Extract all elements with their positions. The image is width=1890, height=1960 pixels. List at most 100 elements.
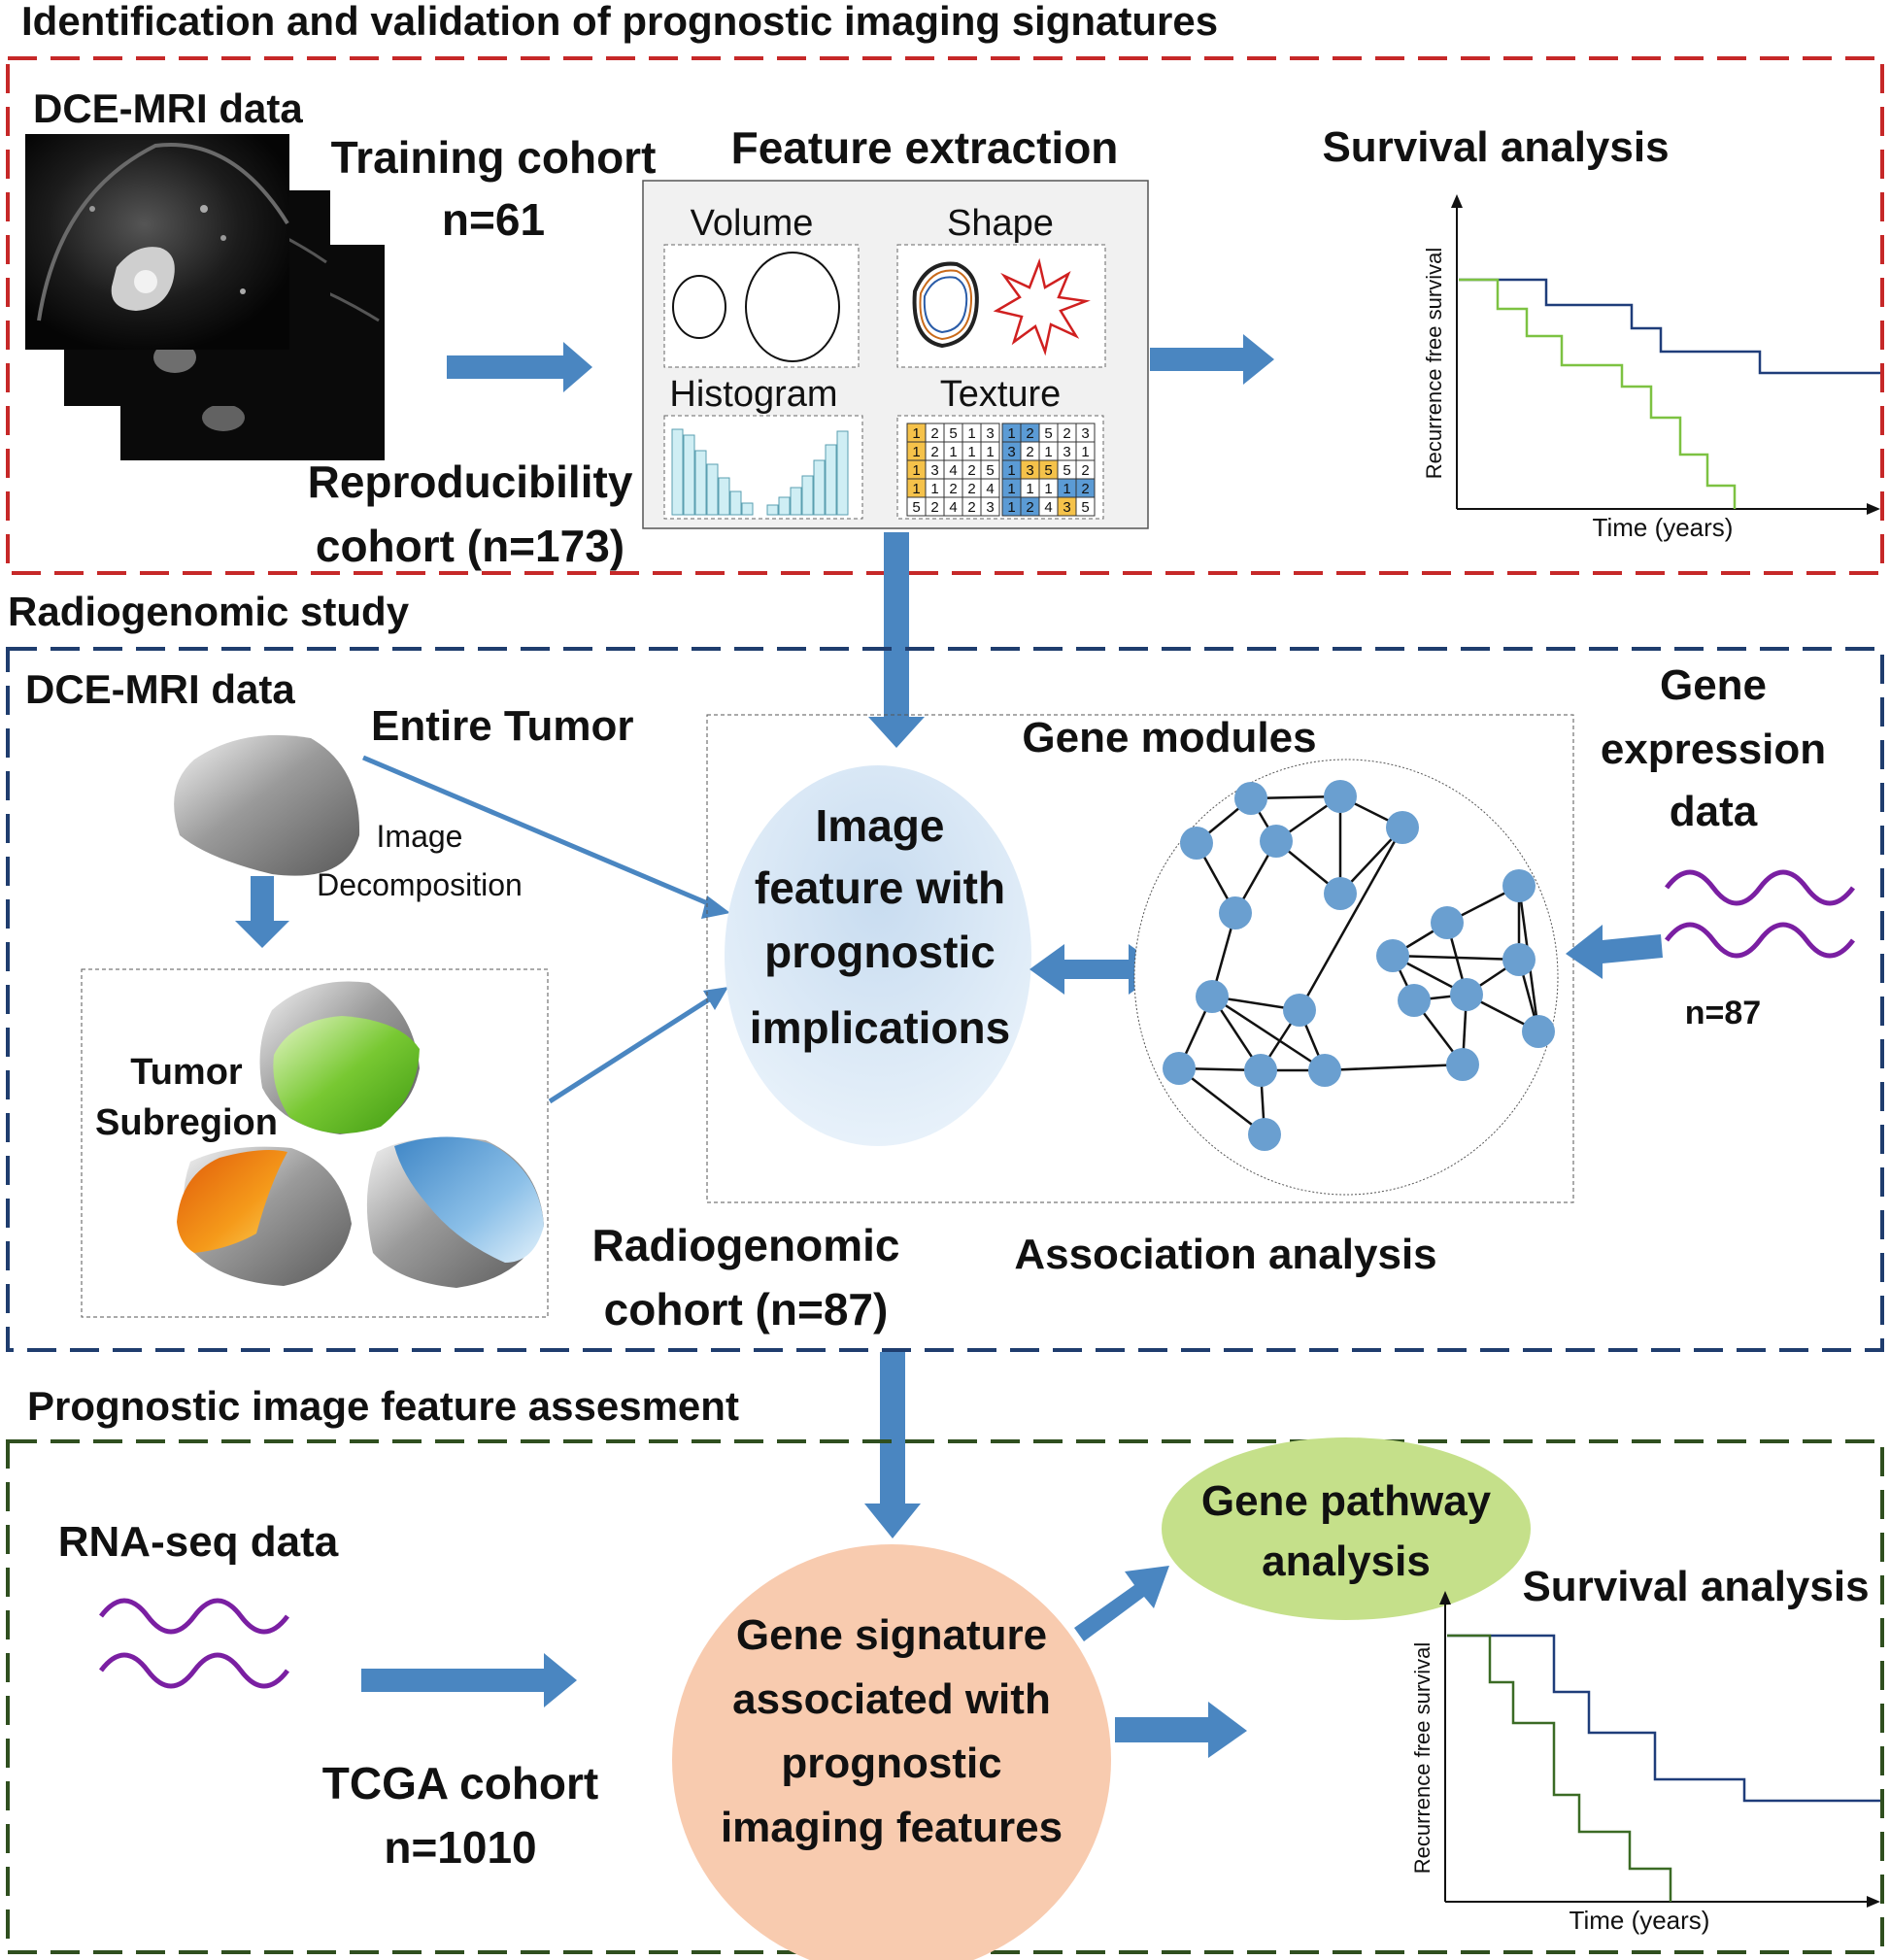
network-node — [1446, 1048, 1479, 1081]
gene-pathway-text-1: Gene pathway — [1201, 1477, 1492, 1525]
texture-right-value: 2 — [1026, 499, 1033, 516]
tcga-cohort-n: n=1010 — [384, 1822, 536, 1873]
arrow-to-features — [447, 342, 592, 392]
arrow-entire-to-feature — [362, 755, 718, 910]
section3-border — [6, 1439, 1884, 1954]
network-node — [1450, 978, 1483, 1011]
subregion-green — [259, 981, 420, 1134]
texture-left-value: 5 — [986, 462, 994, 479]
network-edge — [1392, 954, 1520, 962]
gene-pathway-ellipse — [1162, 1437, 1531, 1620]
feature-shape-label: Shape — [947, 203, 1054, 244]
texture-left-value: 4 — [949, 499, 957, 516]
network-node — [1234, 782, 1267, 815]
arrow-signature-to-pathway — [1074, 1566, 1169, 1641]
texture-left-value: 2 — [949, 481, 957, 497]
texture-left-value: 1 — [930, 481, 938, 497]
texture-left-value: 2 — [967, 481, 975, 497]
entire-tumor-sphere — [174, 734, 360, 876]
km-curve-darkgreen-2 — [1447, 1634, 1672, 1902]
mri-image-stack — [25, 134, 385, 460]
texture-left-value: 2 — [967, 499, 975, 516]
image-feature-text-2: feature with — [755, 862, 1005, 913]
texture-right-value: 3 — [1026, 462, 1033, 479]
texture-right-value: 3 — [1063, 499, 1070, 516]
texture-left-value: 1 — [967, 444, 975, 460]
gene-network — [1163, 780, 1555, 1151]
texture-right-value: 1 — [1007, 481, 1015, 497]
texture-right-value: 2 — [1026, 444, 1033, 460]
arrow-to-survival-1 — [1150, 334, 1274, 385]
texture-left-value: 1 — [986, 444, 994, 460]
arrow-down-1 — [868, 532, 925, 748]
image-feature-text-4: implications — [750, 1002, 1010, 1053]
texture-right-value: 3 — [1063, 444, 1070, 460]
network-node — [1163, 1052, 1196, 1085]
feature-volume-label: Volume — [691, 203, 814, 244]
network-node — [1260, 825, 1293, 858]
gene-expression-wave-icon — [1665, 869, 1855, 959]
km-curve-green-1 — [1459, 278, 1737, 509]
repro-cohort-n: cohort (n=173) — [316, 521, 624, 571]
section2-border — [6, 647, 1884, 1352]
image-decomp-1: Image — [377, 819, 463, 854]
network-edge — [1178, 1067, 1266, 1135]
survival-plot-2: Recurrence free survival Time (years) — [1410, 1591, 1880, 1935]
network-node — [1324, 877, 1357, 910]
network-node — [1431, 906, 1464, 939]
gene-signature-text-3: prognostic — [781, 1740, 1001, 1787]
network-node — [1244, 1054, 1277, 1087]
texture-left-value: 2 — [930, 499, 938, 516]
gene-pathway-text-2: analysis — [1262, 1538, 1431, 1585]
network-edge — [1211, 995, 1326, 1072]
texture-right-value: 1 — [1026, 481, 1033, 497]
texture-right-value: 2 — [1081, 462, 1089, 479]
histogram-bar — [694, 450, 707, 516]
network-node — [1196, 980, 1229, 1013]
texture-left-value: 5 — [949, 425, 957, 442]
km-curve-blue-2 — [1447, 1634, 1880, 1803]
ylabel-2: Recurrence free survival — [1410, 1642, 1434, 1874]
network-node — [1398, 984, 1431, 1017]
image-feature-ellipse — [725, 765, 1031, 1146]
histogram-bar — [683, 434, 695, 516]
section1-title: Identification and validation of prognos… — [21, 0, 1218, 44]
dce-mri-label-2: DCE-MRI data — [25, 666, 295, 712]
training-cohort-label: Training cohort — [331, 132, 657, 183]
gene-expr-1: Gene — [1660, 661, 1767, 709]
survival-title-1: Survival analysis — [1322, 123, 1669, 171]
histogram-bar — [766, 504, 779, 516]
rna-seq-wave-icon — [99, 1598, 289, 1689]
image-feature-text-1: Image — [816, 800, 945, 851]
texture-left-value: 4 — [949, 462, 957, 479]
n87-label: n=87 — [1685, 995, 1761, 1031]
gene-expr-2: expression — [1601, 726, 1826, 773]
texture-left-value: 1 — [912, 481, 920, 497]
texture-right-value: 3 — [1007, 444, 1015, 460]
association-analysis-label: Association analysis — [1014, 1231, 1436, 1278]
texture-left-value: 1 — [912, 425, 920, 442]
network-node — [1502, 869, 1536, 902]
network-edge — [1298, 827, 1404, 1011]
network-node — [1308, 1054, 1341, 1087]
texture-right-value: 5 — [1044, 462, 1052, 479]
gene-expr-3: data — [1670, 788, 1758, 835]
texture-right-value: 5 — [1063, 462, 1070, 479]
texture-right-value: 5 — [1044, 425, 1052, 442]
histogram-bar — [741, 502, 754, 516]
xlabel-2: Time (years) — [1569, 1906, 1710, 1935]
network-node — [1248, 1118, 1281, 1151]
texture-right-value: 1 — [1044, 481, 1052, 497]
texture-right-value: 1 — [1081, 444, 1089, 460]
network-node — [1324, 780, 1357, 813]
histogram-bar — [813, 459, 826, 516]
star-shape-icon — [993, 257, 1091, 356]
texture-right-cell — [1075, 496, 1096, 517]
km-curve-blue-1 — [1459, 278, 1880, 375]
texture-right-value: 1 — [1063, 481, 1070, 497]
feature-extraction-title: Feature extraction — [731, 122, 1119, 173]
gene-signature-text-1: Gene signature — [736, 1611, 1047, 1659]
texture-left-value: 3 — [930, 462, 938, 479]
